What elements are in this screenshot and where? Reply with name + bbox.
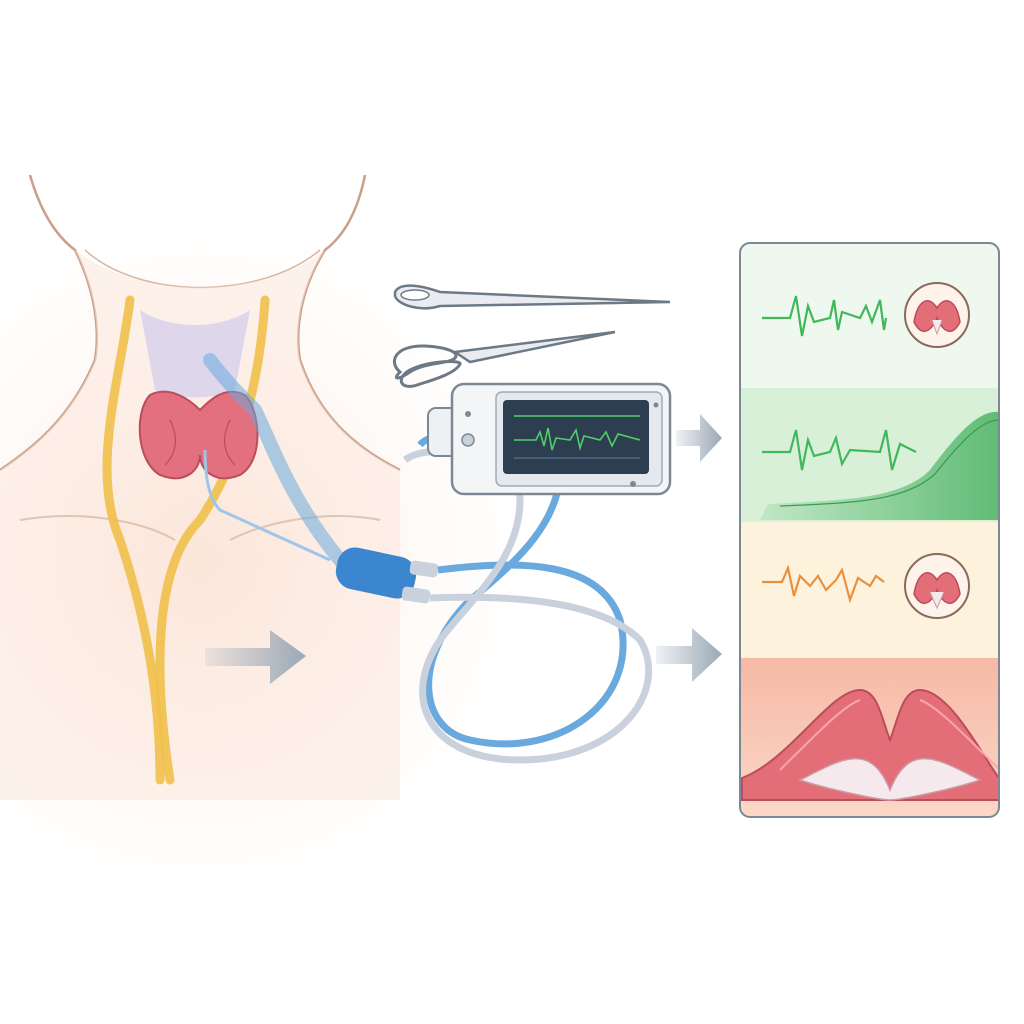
monitor-knob	[461, 433, 475, 447]
panel-3-waveform	[762, 564, 885, 604]
panel-border	[739, 242, 1000, 818]
thyroid-detail	[164, 419, 236, 466]
panel-2-waveform	[762, 429, 917, 471]
connector-plug	[335, 547, 417, 599]
panel-1-waveform	[762, 295, 888, 337]
panel-2-response-line	[779, 419, 999, 507]
screen-signal	[514, 427, 641, 451]
nerve-right	[155, 295, 270, 785]
vocal-cords-icon-weak	[904, 553, 970, 619]
connector-pin-1	[409, 560, 439, 578]
collarbone-left	[19, 515, 176, 541]
flow-arrow-icon	[205, 414, 722, 684]
nerve-left	[102, 295, 165, 785]
scalpel-icon	[393, 284, 671, 310]
monitor-indicator-bottom	[630, 481, 636, 487]
cable-gray	[402, 447, 653, 764]
monitor-led	[465, 411, 471, 417]
neck-illustration	[0, 174, 520, 890]
panel-4-highlight	[779, 699, 999, 771]
connector-pin-2	[401, 586, 431, 604]
monitor-indicator-top	[653, 402, 659, 408]
results-panel	[739, 242, 1000, 818]
arrow-monitor	[676, 414, 722, 462]
chin-line	[84, 249, 321, 289]
nerve-monitor-icon	[427, 382, 672, 496]
collarbone-right	[229, 515, 381, 541]
electrode-lead	[203, 449, 331, 562]
monitor-screen	[503, 400, 649, 474]
arrow-neck	[205, 630, 306, 684]
scissors-icon	[392, 330, 616, 388]
vocal-cords-icon	[904, 282, 970, 348]
arrow-cable	[656, 628, 722, 682]
electrode-wire	[203, 353, 347, 567]
panel-2-response-curve	[760, 411, 999, 520]
panel-4-vocal-folds	[798, 758, 982, 801]
